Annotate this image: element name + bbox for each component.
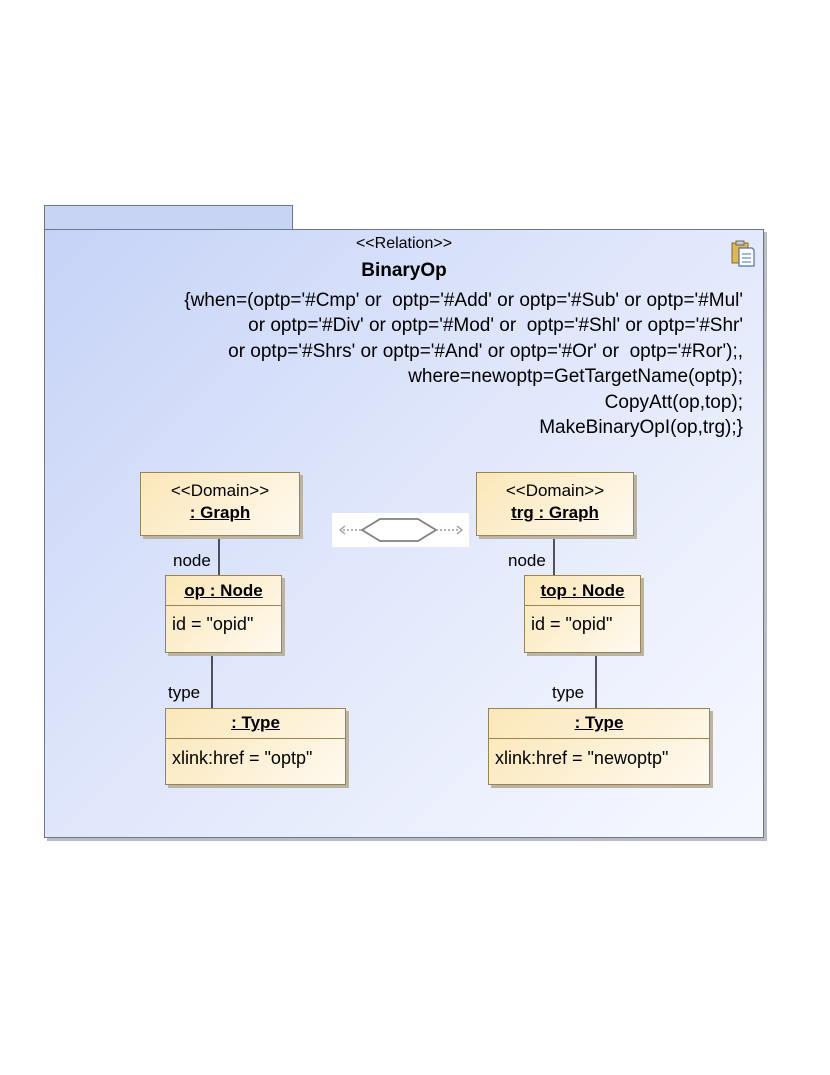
right-type-box[interactable]: : Type xlink:href = "newoptp" xyxy=(488,708,710,785)
right-node-name: top : Node xyxy=(540,581,625,600)
left-type-name: : Type xyxy=(231,713,280,732)
constraint-line: or optp='#Shrs' or optp='#And' or optp='… xyxy=(228,340,743,362)
constraint-line: MakeBinaryOpI(op,trg);} xyxy=(539,417,743,439)
constraint-line: where=newoptp=GetTargetName(optp); xyxy=(408,366,743,388)
constraint-line: CopyAtt(op,top); xyxy=(604,391,743,413)
left-type-box[interactable]: : Type xlink:href = "optp" xyxy=(165,708,346,785)
relation-stereotype: <<Relation>> xyxy=(355,235,453,252)
right-domain-name: trg : Graph xyxy=(511,503,599,522)
right-node-attr: id = "opid" xyxy=(531,614,613,634)
left-domain-name: : Graph xyxy=(189,503,251,522)
relation-name: BinaryOp xyxy=(361,260,447,281)
right-type-attr: xlink:href = "newoptp" xyxy=(495,748,669,768)
constraint-line: or optp='#Div' or optp='#Mod' or optp='#… xyxy=(248,315,743,337)
left-node-box[interactable]: op : Node id = "opid" xyxy=(165,575,282,653)
document-clipboard-icon xyxy=(731,240,755,267)
right-domain-stereotype: <<Domain>> xyxy=(505,481,605,500)
left-type-role-label: type xyxy=(168,683,201,702)
left-node-name: op : Node xyxy=(184,581,263,600)
left-node-attr: id = "opid" xyxy=(172,614,254,634)
right-type-role-label: type xyxy=(552,683,585,702)
right-node-role-label: node xyxy=(508,551,546,570)
left-domain-stereotype: <<Domain>> xyxy=(170,481,270,500)
constraint-line: {when=(optp='#Cmp' or optp='#Add' or opt… xyxy=(184,290,743,311)
left-type-attr: xlink:href = "optp" xyxy=(172,748,313,768)
left-node-role-label: node xyxy=(173,551,211,570)
left-domain-box[interactable]: <<Domain>> : Graph xyxy=(140,472,300,536)
right-type-name: : Type xyxy=(574,713,624,732)
relation-constraint: {when=(optp='#Cmp' or optp='#Add' or opt… xyxy=(184,288,743,440)
right-node-box[interactable]: top : Node id = "opid" xyxy=(524,575,641,653)
hexagon-relation-icon xyxy=(332,513,469,547)
right-domain-box[interactable]: <<Domain>> trg : Graph xyxy=(476,472,634,536)
